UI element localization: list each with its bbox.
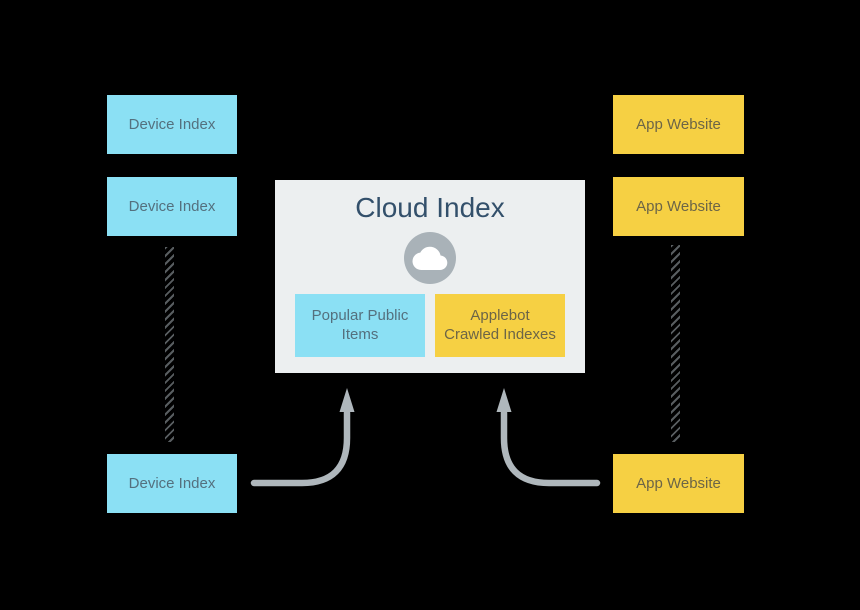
panel-title: Cloud Index xyxy=(355,192,505,223)
app-website-box-bottom: App Website xyxy=(613,454,744,513)
applebot-crawled-indexes-label: Applebot Crawled Indexes xyxy=(444,306,556,343)
arrowhead-up-icon xyxy=(339,388,355,412)
cloud-index-panel: Cloud Index Popular Public Items Applebo… xyxy=(275,180,585,373)
device-index-label: Device Index xyxy=(128,115,216,133)
app-website-label: App Website xyxy=(636,197,721,215)
hatched-line-left xyxy=(165,247,174,442)
popular-public-items-box: Popular Public Items xyxy=(295,294,425,357)
app-website-box-top: App Website xyxy=(613,95,744,154)
hatched-line-right xyxy=(671,245,680,442)
cloud-icon xyxy=(404,232,456,284)
app-website-label: App Website xyxy=(636,474,721,492)
device-to-cloud-arrow xyxy=(250,388,355,487)
device-index-box-bottom: Device Index xyxy=(107,454,237,513)
website-to-cloud-arrow xyxy=(496,388,601,487)
device-index-box-top: Device Index xyxy=(107,95,237,154)
popular-public-items-label: Popular Public Items xyxy=(311,306,409,343)
app-website-label: App Website xyxy=(636,115,721,133)
app-website-box-middle: App Website xyxy=(613,177,744,236)
device-index-label: Device Index xyxy=(128,474,216,492)
applebot-crawled-indexes-box: Applebot Crawled Indexes xyxy=(435,294,565,357)
arrowhead-up-icon xyxy=(496,388,512,412)
device-index-box-middle: Device Index xyxy=(107,177,237,236)
device-index-label: Device Index xyxy=(128,197,216,215)
